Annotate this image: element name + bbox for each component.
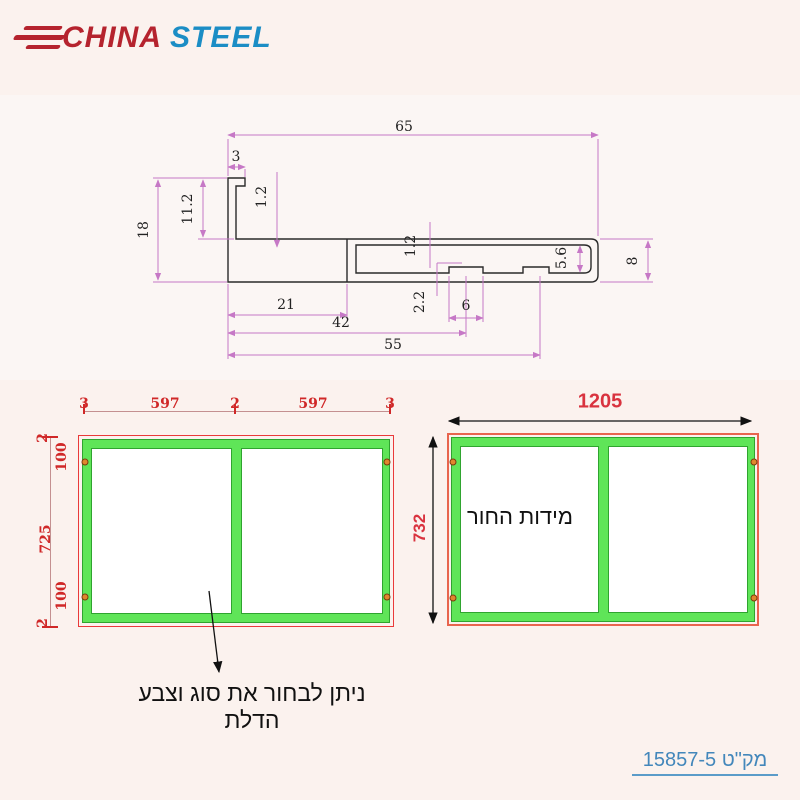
dim-label: 597: [298, 396, 328, 412]
left-door-right-leaf: [241, 448, 383, 614]
dim-label: 100: [54, 442, 70, 472]
hinge-mark: [81, 593, 89, 601]
hinge-mark: [750, 594, 758, 602]
hinge-mark: [81, 458, 89, 466]
dim-tick: [42, 436, 58, 438]
dim-label: 2: [230, 396, 240, 412]
dim-label: 725: [38, 524, 54, 554]
dim-label: 2: [35, 618, 51, 628]
hinge-mark: [383, 593, 391, 601]
hinge-mark: [449, 458, 457, 466]
right-door-green-frame: [451, 437, 755, 622]
dim-tick: [42, 626, 58, 628]
right-door-panel: [447, 433, 759, 626]
left-door-panel: [78, 435, 394, 627]
top-dim-line: [84, 411, 390, 412]
dim-tick: [389, 404, 391, 414]
dim-label: 597: [150, 396, 180, 412]
profile-drawing-background: [0, 95, 800, 380]
height-dim-label: 732: [410, 513, 429, 543]
dim-label: 3: [385, 396, 395, 412]
dim-label: 3: [79, 396, 89, 412]
hinge-mark: [383, 458, 391, 466]
catalog-number-link[interactable]: מק"ט 15857-5: [632, 749, 778, 776]
hinge-mark: [449, 594, 457, 602]
dim-tick: [234, 404, 236, 414]
speed-line-icon: [22, 26, 64, 30]
hinge-mark: [750, 458, 758, 466]
width-dim-label: 1205: [577, 390, 623, 413]
right-door-left-leaf: [460, 446, 599, 613]
speed-line-icon: [12, 35, 66, 40]
logo-steel: STEEL: [170, 21, 272, 54]
logo-china: CHINA: [62, 21, 162, 54]
hole-dimensions-label: מידות החור: [467, 504, 573, 529]
left-door-left-leaf: [91, 448, 232, 614]
right-door-right-leaf: [608, 446, 748, 613]
door-choice-note: ניתן לבחור את סוג וצבע הדלת: [138, 680, 366, 733]
dim-label: 100: [54, 581, 70, 611]
left-door-green-frame: [82, 439, 390, 623]
dim-label: 2: [35, 433, 51, 443]
speed-line-icon: [24, 45, 62, 49]
dim-tick: [83, 404, 85, 414]
side-dim-line: [50, 437, 51, 627]
